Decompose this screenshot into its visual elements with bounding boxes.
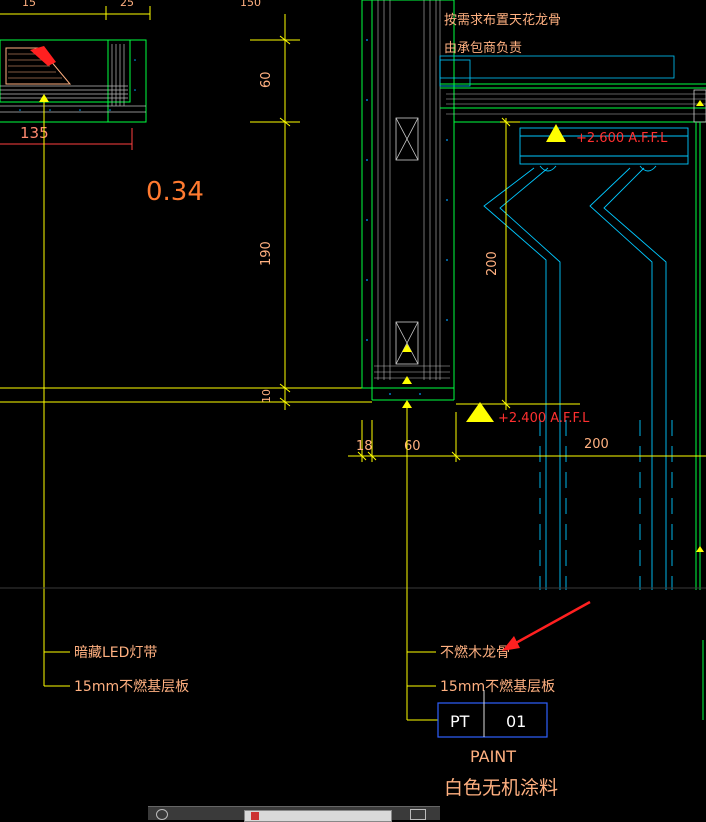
- dim-10: 10: [260, 389, 273, 403]
- dim-200-vertical-line: [500, 117, 520, 410]
- left-leaders: [44, 651, 70, 687]
- left-cove-detail: 135 15 25 150: [0, 0, 261, 150]
- dim-60-vertical: 60: [259, 71, 274, 88]
- material-tag[interactable]: PT 01: [437, 690, 548, 738]
- dim-200-vertical: 200: [485, 251, 500, 276]
- room-value: 0.34: [146, 177, 204, 207]
- note-keel-layout: 按需求布置天花龙骨: [444, 12, 561, 28]
- bulkhead-wall: [361, 0, 706, 408]
- dim-25: 25: [120, 0, 134, 9]
- tab-color-icon: [251, 812, 259, 820]
- dim-60-horizontal: 60: [404, 439, 421, 454]
- led-strip-label: 暗藏LED灯带: [74, 645, 157, 661]
- app-icon[interactable]: [156, 809, 168, 820]
- base-board-right-label: 15mm不燃基层板: [440, 678, 555, 695]
- right-leaders: [406, 408, 438, 721]
- dim-15: 15: [22, 0, 36, 9]
- dim-135: 135: [20, 124, 49, 142]
- level-upper: +2.600 A.F.F.L: [576, 131, 668, 146]
- dim-18: 18: [356, 439, 373, 454]
- ceiling-section: [439, 55, 706, 720]
- taskbar-tab[interactable]: [244, 810, 392, 822]
- triangle-marker-icon: [546, 124, 566, 142]
- red-arrow-icon: [502, 600, 591, 651]
- dim-200-horizontal: 200: [584, 437, 609, 452]
- triangle-marker-icon: [466, 402, 494, 422]
- tag-right: 01: [506, 712, 526, 731]
- base-board-left-label: 15mm不燃基层板: [74, 678, 189, 695]
- note-contractor: 由承包商负责: [444, 41, 522, 56]
- dim-190: 190: [259, 241, 274, 266]
- vertical-dimension-chain: [0, 14, 372, 410]
- paint-cn-label: 白色无机涂料: [444, 777, 558, 799]
- dim-150: 150: [240, 0, 261, 9]
- taskbar-strip[interactable]: [148, 806, 440, 822]
- horizontal-dimension-chain: [348, 412, 706, 462]
- window-icon[interactable]: [410, 809, 426, 820]
- wood-keel-label: 不燃木龙骨: [440, 644, 510, 661]
- level-lower: +2.400 A.F.F.L: [498, 411, 590, 426]
- paint-label: PAINT: [470, 747, 516, 766]
- tag-left: PT: [450, 712, 470, 731]
